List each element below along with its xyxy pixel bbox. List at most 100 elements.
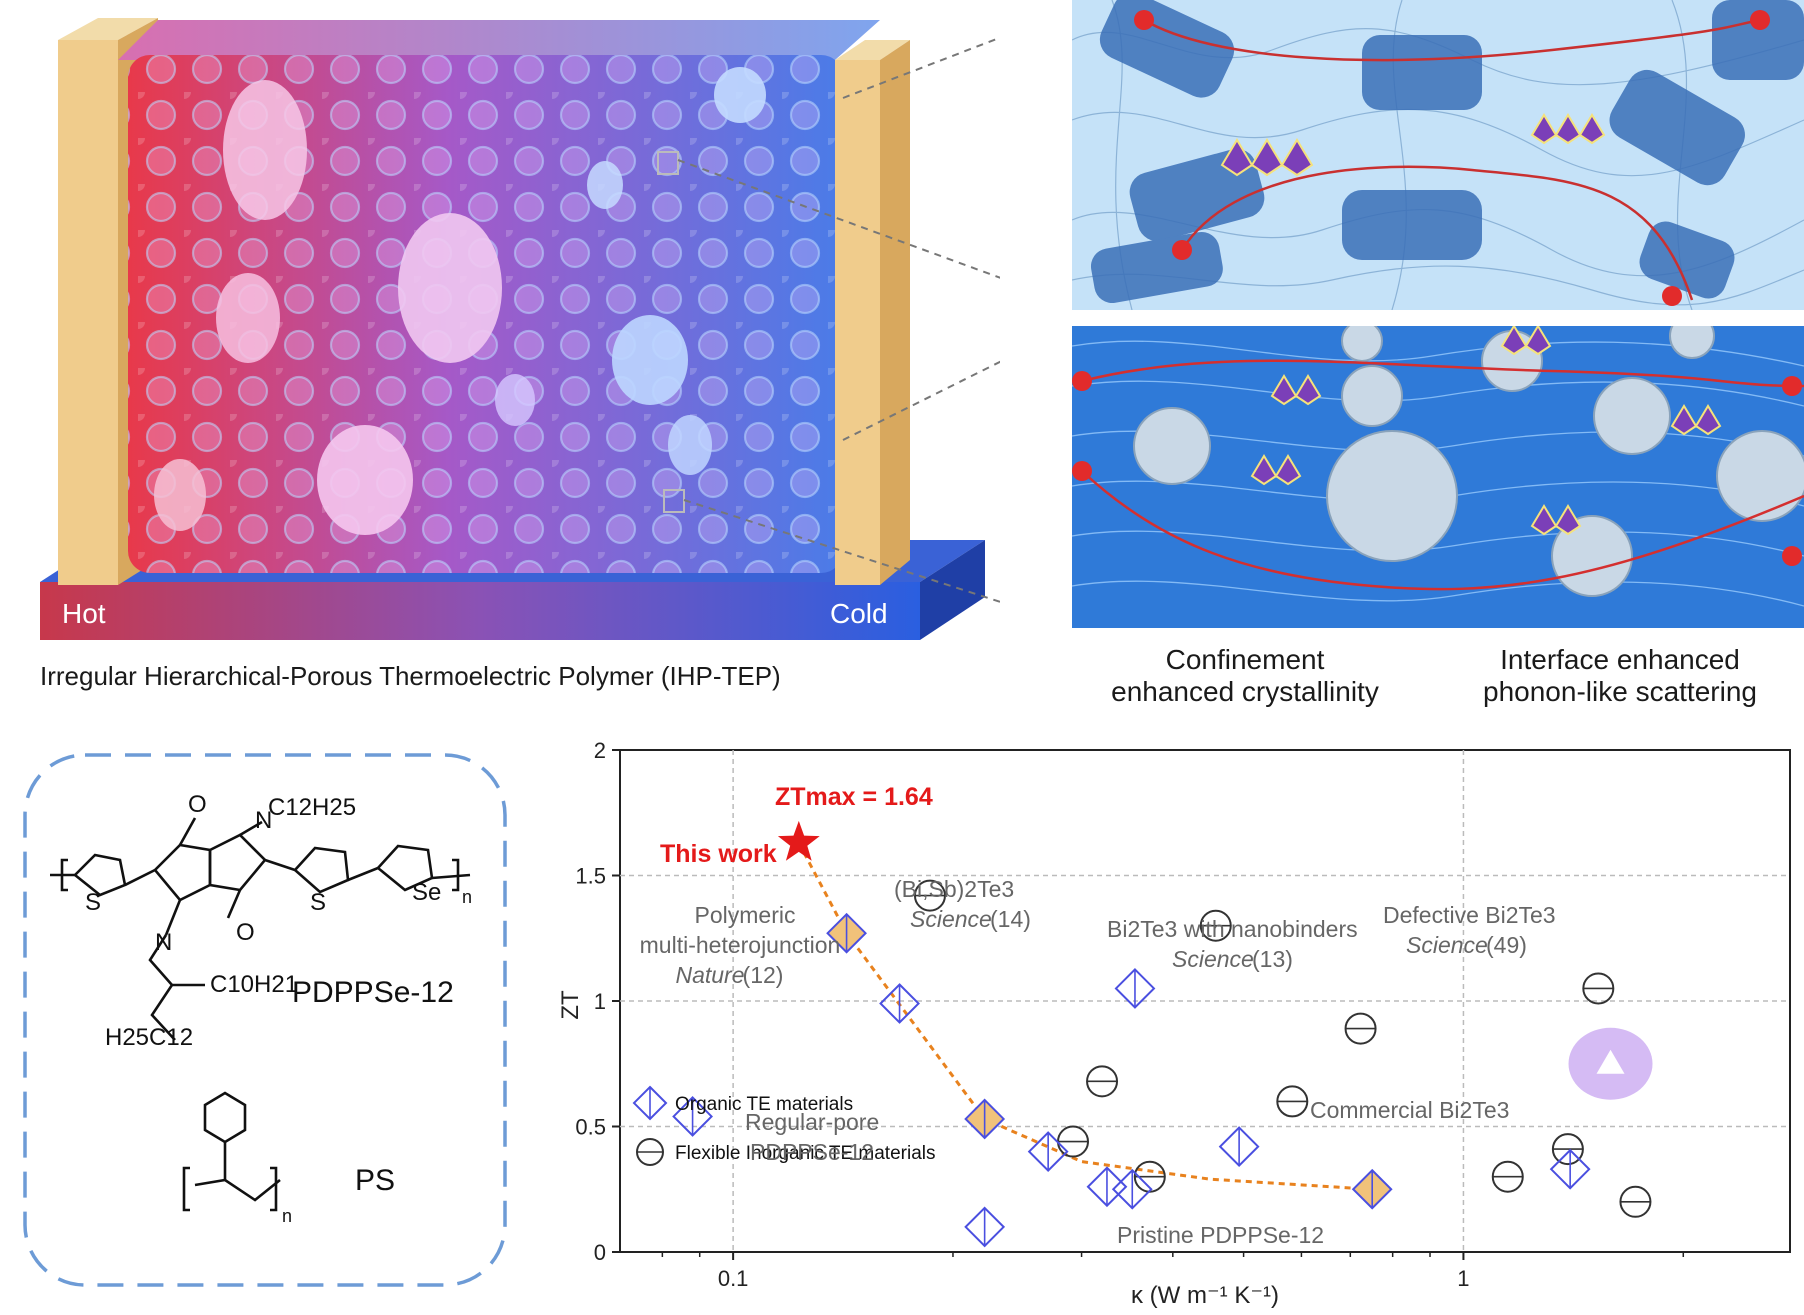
grid-lines <box>620 750 1790 1252</box>
base-front <box>40 582 920 640</box>
c12h25-label: C12H25 <box>268 794 356 821</box>
polymeric-line2: multi-heterojunction <box>640 932 841 958</box>
y-tick-label: 2 <box>594 738 606 763</box>
regular-line1: Regular-pore <box>745 1109 879 1135</box>
legend-inorganic-label: Flexible Inorganic TE materials <box>675 1143 935 1164</box>
polymer-name: PDPPSe-12 <box>292 976 454 1009</box>
organic-point <box>1549 1148 1591 1190</box>
this-work-point <box>964 1098 1006 1140</box>
x-tick-label: 1 <box>1457 1266 1469 1291</box>
panel-b-caption-right: Interface enhanced phonon-like scatterin… <box>1440 644 1800 708</box>
inorganic-point <box>1619 1185 1652 1218</box>
hot-electrode <box>58 40 118 585</box>
data-points <box>672 820 1653 1248</box>
inorganic-point <box>1199 909 1232 942</box>
hot-label: Hot <box>62 598 106 629</box>
caption-left-line2: enhanced crystallinity <box>1111 676 1379 707</box>
c10h21-label: C10H21 <box>210 971 298 998</box>
zt-max-label: ZTmax = 1.64 <box>775 783 933 811</box>
caption-right-line2: phonon-like scattering <box>1483 676 1757 707</box>
inorganic-point <box>913 879 946 912</box>
organic-point <box>1218 1126 1260 1167</box>
repeat-n-2: n <box>282 1206 292 1226</box>
organic-point <box>1114 968 1156 1009</box>
bisbte-ref: (14) <box>990 906 1031 932</box>
regular-line2: PDPPSe-12 <box>750 1139 874 1165</box>
inorganic-point <box>1086 1065 1119 1098</box>
y-tick-label: 0.5 <box>575 1115 606 1140</box>
cold-label: Cold <box>830 598 888 629</box>
y-tick-label: 1 <box>594 989 606 1014</box>
organic-point <box>1027 1131 1069 1173</box>
pdppse-structure <box>50 817 471 1041</box>
panel-b-caption-left: Confinement enhanced crystallinity <box>1080 644 1410 708</box>
trend-line <box>797 842 1373 1191</box>
inorganic-point <box>1491 1160 1524 1193</box>
organic-point <box>964 1206 1006 1248</box>
legend-organic-label: Organic TE materials <box>675 1094 853 1115</box>
base-side <box>920 540 985 640</box>
bisbte-line1: (Bi,Sb)2Te3 <box>894 876 1014 902</box>
caption-right-line1: Interface enhanced <box>1500 644 1740 675</box>
bi2te3-nano-line1: Bi2Te3 with nanobinders <box>1107 916 1358 942</box>
inorganic-point <box>1344 1012 1377 1045</box>
inorganic-point <box>1582 972 1615 1005</box>
x-axis-label: κ (W m⁻¹ K⁻¹) <box>1131 1282 1279 1309</box>
svg-text:S: S <box>85 889 101 916</box>
organic-point-shape <box>1549 1148 1591 1190</box>
organic-point-shape <box>964 1206 1006 1248</box>
block-top <box>118 20 880 60</box>
legend-inorganic-marker <box>636 1138 664 1166</box>
svg-text:O: O <box>188 791 207 818</box>
dashed-box <box>23 753 507 1287</box>
inorganic-point <box>1057 1125 1090 1158</box>
this-work-point <box>1351 1168 1393 1210</box>
commercial-label: Commercial Bi2Te3 <box>1310 1097 1509 1123</box>
organic-point <box>1111 1168 1153 1210</box>
svg-text:N: N <box>255 807 272 834</box>
inorganic-point <box>1276 1085 1309 1118</box>
this-work-point <box>826 912 867 954</box>
h25c12-label: H25C12 <box>105 1024 193 1051</box>
svg-text:N: N <box>155 929 172 956</box>
repeat-n-1: n <box>462 887 472 907</box>
crystallinity-zoom <box>1072 0 1804 310</box>
caption-left-line1: Confinement <box>1165 644 1325 675</box>
this-work-label: This work <box>660 840 777 868</box>
additive-name: PS <box>355 1164 395 1197</box>
x-tick-label: 0.1 <box>718 1266 749 1291</box>
organic-point <box>1086 1166 1128 1208</box>
zt-vs-kappa-chart: 0 0.5 1 1.5 2 0.1 1 Organic TE materialsFlexib… <box>557 738 1791 1309</box>
axes: 0 0.5 1 1.5 2 0.1 1 <box>575 738 1685 1291</box>
panel-a-caption: Irregular Hierarchical-Porous Thermoelec… <box>40 661 781 691</box>
defective-line1: Defective Bi2Te3 <box>1383 902 1556 928</box>
bi2te3-nano-journal: Science <box>1172 946 1254 972</box>
organic-point <box>879 983 920 1024</box>
svg-text:O: O <box>236 919 255 946</box>
ihp-tep-illustration <box>40 18 1000 640</box>
inorganic-point <box>1551 1133 1584 1166</box>
svg-text:S: S <box>310 889 326 916</box>
organic-point <box>672 1096 713 1137</box>
bisbte-journal: Science <box>910 906 992 932</box>
this-work-star <box>777 820 820 861</box>
svg-text:Se: Se <box>412 879 441 906</box>
polymeric-ref: (12) <box>743 962 784 988</box>
pristine-label: Pristine PDPPSe-12 <box>1117 1222 1324 1248</box>
polymeric-journal: Nature <box>675 962 744 988</box>
ps-structure <box>182 1091 281 1212</box>
y-tick-label: 0 <box>594 1240 606 1265</box>
structure-panel: O O N N S S Se C12H25 C10H21 H25C12 n PD… <box>23 753 507 1287</box>
cold-electrode <box>835 60 880 585</box>
pdppse-atoms: O O N N S S Se <box>85 791 441 956</box>
y-axis-label: ZT <box>557 990 584 1020</box>
polymeric-line1: Polymeric <box>695 902 796 928</box>
commercial-bi2te3-triangle <box>1596 1049 1625 1074</box>
legend-organic-marker <box>632 1085 668 1121</box>
bi2te3-nano-ref: (13) <box>1252 946 1293 972</box>
y-tick-label: 1.5 <box>575 864 606 889</box>
defective-journal: Science <box>1406 932 1488 958</box>
scattering-zoom <box>1072 326 1804 628</box>
